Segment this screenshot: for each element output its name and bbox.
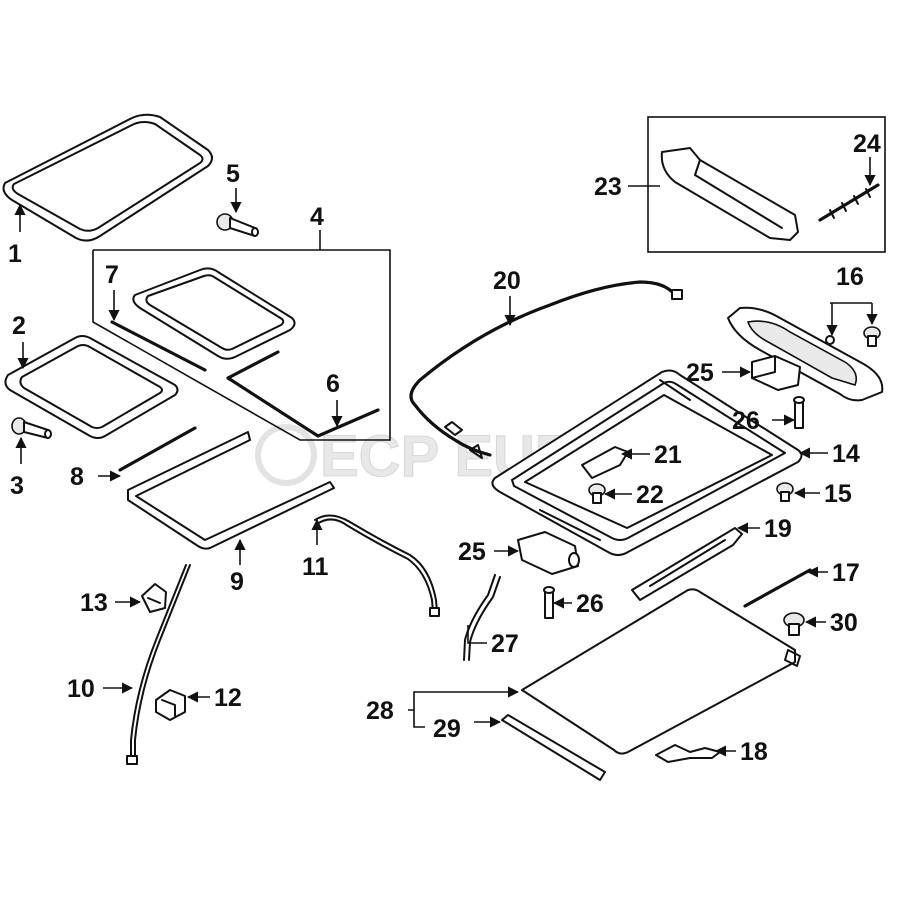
part-11-drain-hose[interactable] xyxy=(314,514,440,617)
part-18-cable[interactable] xyxy=(655,744,721,763)
part-23-wind-deflector[interactable] xyxy=(660,147,799,241)
part-13-clip[interactable] xyxy=(141,583,167,613)
part-7-inner-panel[interactable] xyxy=(110,267,296,372)
callout-7: 7 xyxy=(105,261,119,289)
callout-1: 1 xyxy=(8,240,22,268)
callout-4: 4 xyxy=(310,203,324,231)
inset-box-23-24 xyxy=(647,116,886,253)
callout-28: 28 xyxy=(366,697,394,725)
part-8-seal-strip[interactable] xyxy=(118,426,197,472)
part-15-screw[interactable] xyxy=(776,482,794,502)
part-17-rod[interactable] xyxy=(743,568,812,608)
part-3-bolt[interactable] xyxy=(11,417,52,439)
callout-16: 16 xyxy=(836,263,864,291)
part-16-rear-frame[interactable] xyxy=(727,306,884,402)
callout-8: 8 xyxy=(70,463,84,491)
part-2-glass-panel[interactable] xyxy=(4,335,179,439)
bracket-box-4 xyxy=(93,249,391,441)
callout-13: 13 xyxy=(80,589,108,617)
callout-19: 19 xyxy=(764,515,792,543)
part-30-screw[interactable] xyxy=(783,612,805,636)
part-16-screw[interactable] xyxy=(863,326,881,347)
callout-2: 2 xyxy=(12,312,26,340)
callout-9: 9 xyxy=(230,568,244,596)
callout-30: 30 xyxy=(830,609,858,637)
callout-26-lower: 26 xyxy=(576,590,604,618)
callout-20: 20 xyxy=(493,267,521,295)
part-29-sunshade-trim[interactable] xyxy=(501,714,606,781)
part-25-motor-lower[interactable] xyxy=(517,531,580,575)
part-19-guide-rail[interactable] xyxy=(631,527,743,601)
callout-21: 21 xyxy=(654,441,682,469)
callout-15: 15 xyxy=(824,480,852,508)
callout-14: 14 xyxy=(832,440,860,468)
callout-24: 24 xyxy=(853,130,881,158)
callout-5: 5 xyxy=(226,160,240,188)
callout-25-lower: 25 xyxy=(458,538,486,566)
bracket-box-4-bottom xyxy=(92,250,342,441)
part-28-sunshade[interactable] xyxy=(521,588,801,755)
callout-6: 6 xyxy=(326,370,340,398)
callout-22: 22 xyxy=(636,481,664,509)
sunroof-frame-assembly[interactable] xyxy=(491,369,803,556)
callout-3: 3 xyxy=(10,472,24,500)
callout-29: 29 xyxy=(433,715,461,743)
part-24-spring[interactable] xyxy=(818,183,880,222)
callout-11: 11 xyxy=(302,553,329,581)
callout-27: 27 xyxy=(491,630,519,658)
part-12-clip[interactable] xyxy=(155,689,186,721)
callout-17: 17 xyxy=(832,559,860,587)
leader-lines xyxy=(14,157,878,757)
part-20-wiring-harness[interactable] xyxy=(409,280,683,459)
part-5-bolt[interactable] xyxy=(216,213,259,237)
part-25-motor-upper[interactable] xyxy=(751,355,801,391)
callout-labels: 1 2 3 4 5 6 7 8 9 10 11 12 13 14 15 16 1… xyxy=(8,130,881,766)
part-27-guide-tube[interactable] xyxy=(463,574,501,661)
part-9-frame-seal[interactable] xyxy=(127,431,335,550)
part-26-pin-upper[interactable] xyxy=(793,396,805,429)
callout-12: 12 xyxy=(214,684,242,712)
callout-26-upper: 26 xyxy=(732,407,760,435)
part-6-seal-strip[interactable] xyxy=(226,350,380,438)
callout-10: 10 xyxy=(67,675,95,703)
part-1-glass-panel[interactable] xyxy=(2,113,213,242)
callout-25-upper: 25 xyxy=(686,359,714,387)
callout-18: 18 xyxy=(740,738,768,766)
part-26-pin-lower[interactable] xyxy=(543,586,555,619)
callout-23: 23 xyxy=(594,173,622,201)
part-10-drain-hose[interactable] xyxy=(126,564,191,765)
